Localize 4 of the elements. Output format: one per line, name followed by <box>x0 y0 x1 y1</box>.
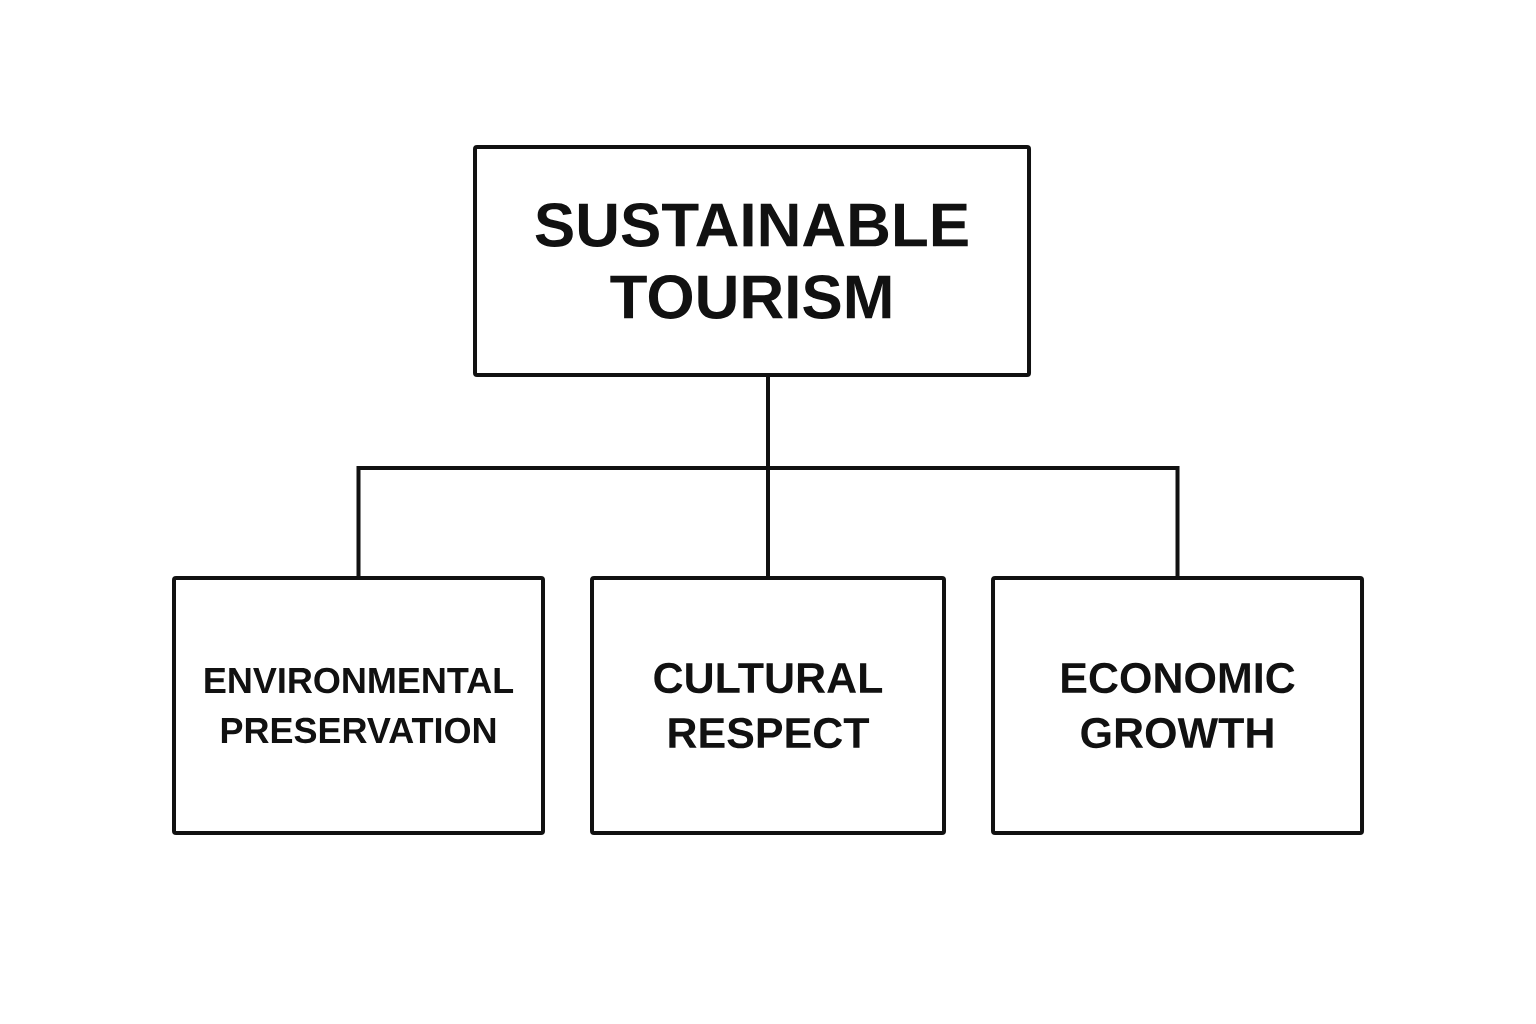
category-box: ENVIRONMENTAL PRESERVATION <box>172 576 545 835</box>
topic-box: SUSTAINABLE TOURISM <box>473 145 1031 377</box>
category-box: CULTURAL RESPECT <box>590 576 946 835</box>
category-box: ECONOMIC GROWTH <box>991 576 1364 835</box>
